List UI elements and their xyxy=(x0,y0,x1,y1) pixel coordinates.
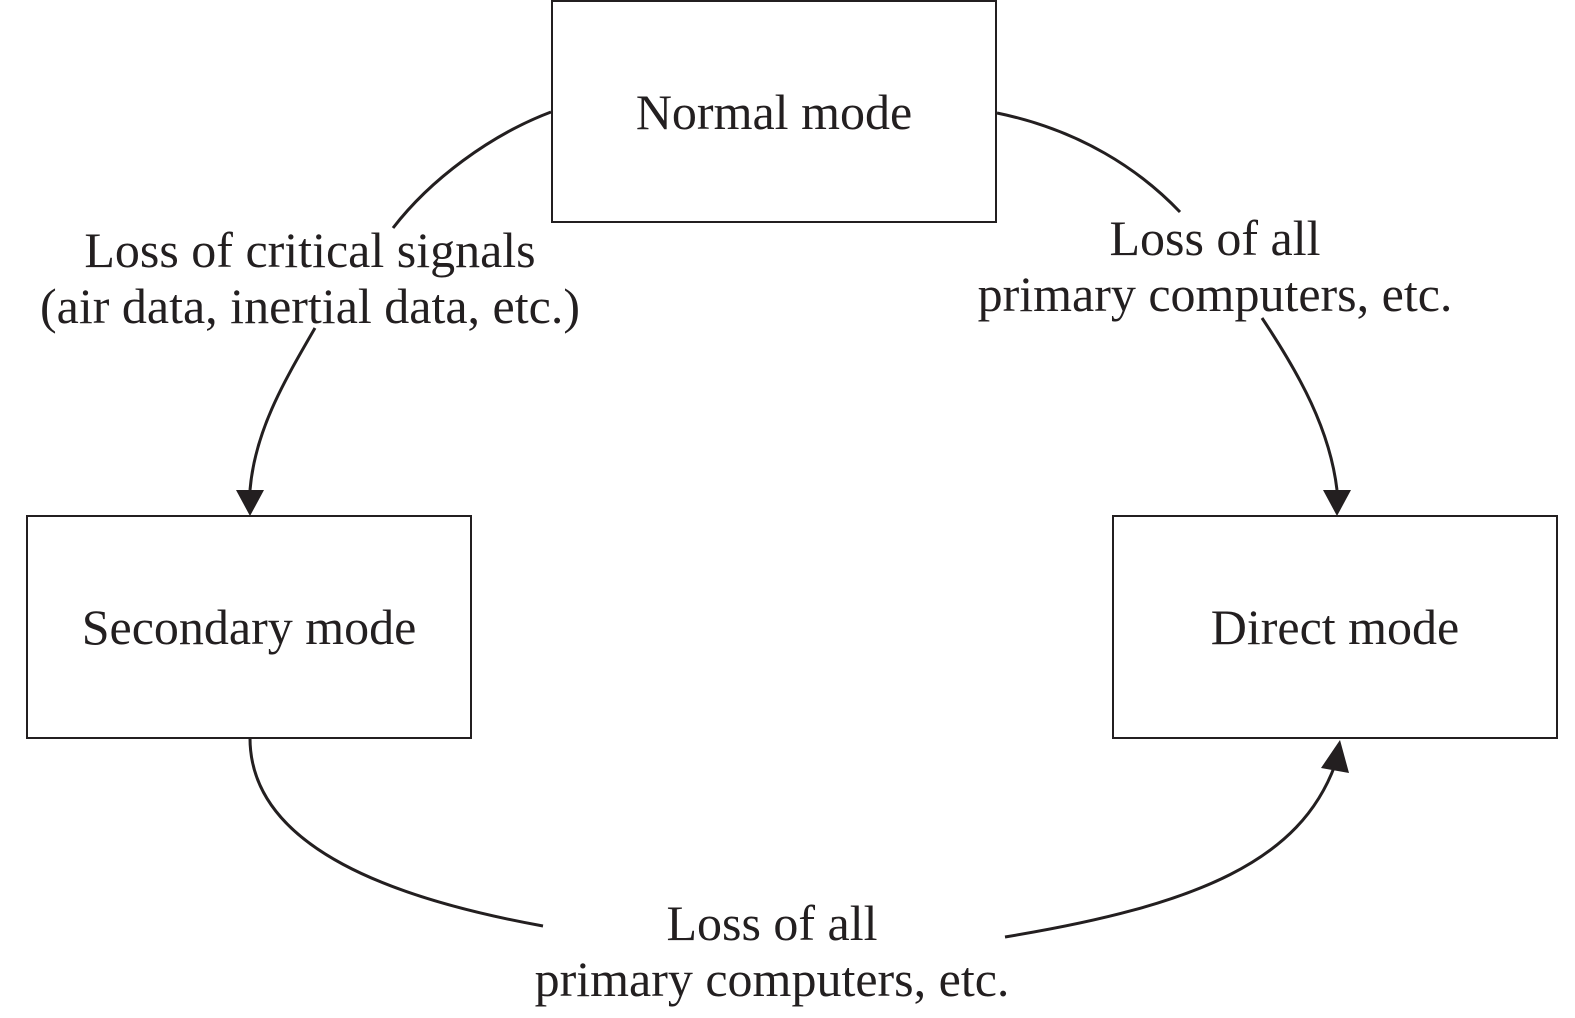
node-secondary-mode: Secondary mode xyxy=(26,515,472,739)
edge-normal-to-secondary-arrow xyxy=(248,327,317,491)
edge-secondary-to-direct-right xyxy=(1004,764,1337,939)
node-direct-mode: Direct mode xyxy=(1112,515,1558,739)
edge-label-normal-to-secondary: Loss of critical signals (air data, iner… xyxy=(0,222,620,334)
node-direct-label: Direct mode xyxy=(1210,599,1460,655)
edge-label-normal-to-direct: Loss of all primary computers, etc. xyxy=(915,210,1515,322)
edge-normal-to-direct-arrow xyxy=(1260,317,1339,491)
edge-label-line: Loss of all xyxy=(666,895,878,951)
arrowhead-direct-bottom xyxy=(1321,740,1349,773)
edge-label-line: (air data, inertial data, etc.) xyxy=(40,278,580,334)
edge-label-line: primary computers, etc. xyxy=(534,951,1010,1007)
edge-normal-to-direct-upper xyxy=(996,111,1182,214)
edge-label-secondary-to-direct: Loss of all primary computers, etc. xyxy=(472,895,1072,1007)
edge-normal-to-secondary-upper xyxy=(391,110,552,229)
node-secondary-label: Secondary mode xyxy=(81,599,417,655)
node-normal-mode: Normal mode xyxy=(551,0,997,223)
arrowhead-secondary xyxy=(236,490,264,516)
arrowhead-direct-top xyxy=(1323,490,1351,516)
edge-secondary-to-direct-left xyxy=(248,737,544,928)
edge-label-line: Loss of critical signals xyxy=(84,222,536,278)
edge-label-line: primary computers, etc. xyxy=(977,266,1453,322)
node-normal-label: Normal mode xyxy=(635,83,913,140)
edge-label-line: Loss of all xyxy=(1109,210,1321,266)
